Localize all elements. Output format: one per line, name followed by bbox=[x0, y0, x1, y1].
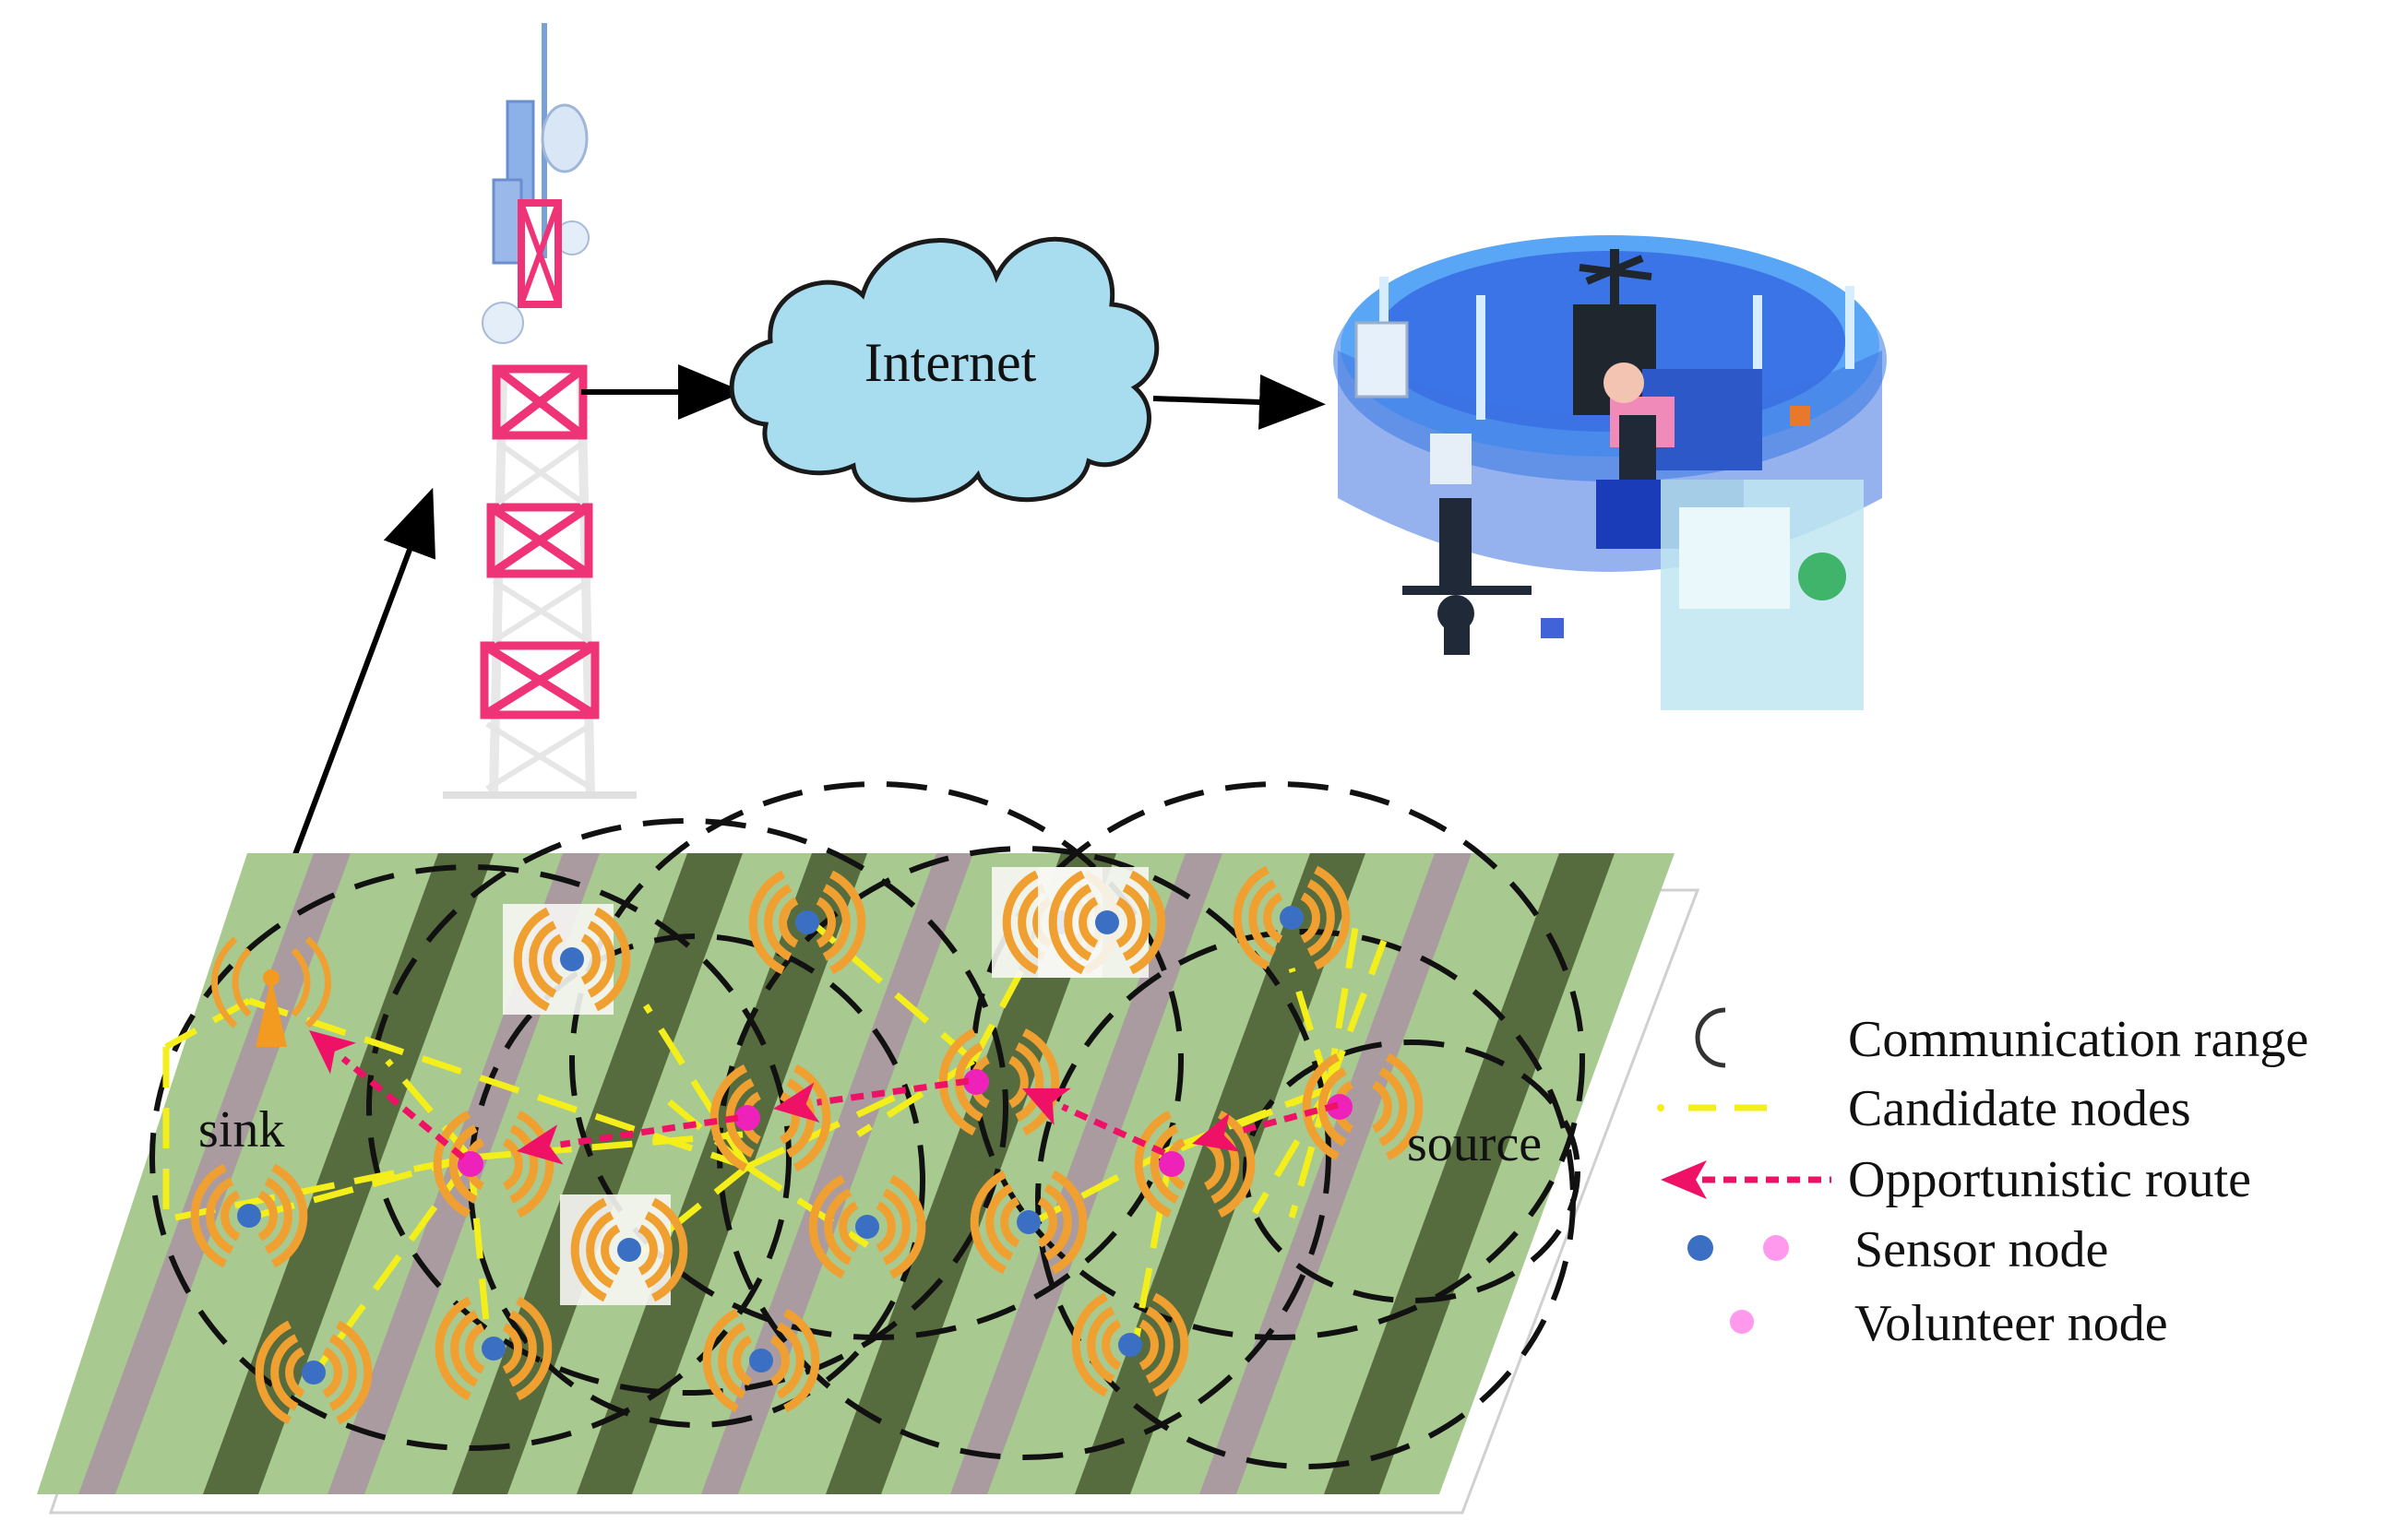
candidate-link bbox=[745, 1085, 915, 1171]
communication-range-circle bbox=[1243, 1040, 1580, 1303]
signal-icon bbox=[433, 1110, 554, 1218]
field-stripe bbox=[577, 853, 867, 1494]
signal-icon bbox=[938, 1028, 1060, 1136]
sensor-node bbox=[560, 947, 584, 971]
signal-icon bbox=[1302, 1052, 1424, 1161]
candidate-nodes-icon bbox=[1657, 1104, 1767, 1111]
signal-icon bbox=[190, 1163, 308, 1268]
sensor-nodes bbox=[190, 865, 1424, 1425]
sensor-node-icon bbox=[1687, 1235, 1789, 1261]
route-arrowhead bbox=[1192, 1112, 1241, 1152]
field-stripe bbox=[701, 853, 973, 1494]
sensor-node bbox=[1280, 906, 1304, 930]
legend: Communication range Candidate nodes Oppo… bbox=[1657, 1007, 2308, 1352]
route-arrowhead bbox=[773, 1082, 820, 1123]
communication-range-icon bbox=[1695, 1007, 1726, 1068]
candidate-link bbox=[643, 1004, 750, 1169]
volunteer-node bbox=[1159, 1151, 1185, 1177]
sink-antenna-icon bbox=[211, 936, 331, 1047]
opportunistic-route bbox=[309, 1030, 1339, 1165]
candidate-link bbox=[809, 920, 976, 1064]
candidate-link bbox=[467, 1157, 493, 1352]
internet-label: Internet bbox=[864, 332, 1037, 393]
sensor-node bbox=[302, 1361, 326, 1384]
volunteer-node bbox=[458, 1151, 483, 1177]
candidate-link bbox=[745, 1164, 869, 1248]
communication-range-circle bbox=[569, 781, 1184, 1340]
signal-icon bbox=[1071, 1292, 1189, 1397]
sensor-node bbox=[482, 1337, 506, 1361]
source-label: source bbox=[1407, 1115, 1542, 1172]
route-segment bbox=[559, 1114, 739, 1148]
route-segment bbox=[1061, 1103, 1166, 1157]
volunteer-node-icon bbox=[1730, 1310, 1754, 1334]
signal-icon bbox=[513, 907, 631, 1012]
legend-label-volunteer-node: Volunteer node bbox=[1854, 1295, 2168, 1352]
signal-icon bbox=[255, 1320, 373, 1425]
volunteer-node bbox=[1327, 1094, 1353, 1120]
monitoring-center-illustration bbox=[1333, 235, 1887, 710]
sensor-node bbox=[749, 1349, 773, 1373]
sensor-node bbox=[1118, 1333, 1142, 1357]
route-arrowhead bbox=[517, 1124, 564, 1165]
internet-cloud bbox=[729, 236, 1160, 503]
candidate-link bbox=[1031, 1145, 1174, 1226]
sensor-node bbox=[617, 1238, 641, 1262]
sink-to-tower-arrow bbox=[272, 487, 436, 910]
candidate-link bbox=[174, 1154, 471, 1221]
internet-to-center-arrow bbox=[1152, 374, 1326, 430]
candidate-link bbox=[1131, 1147, 1175, 1348]
volunteer-node bbox=[963, 1069, 989, 1095]
candidate-link bbox=[856, 1058, 975, 1137]
signal-icon bbox=[702, 1308, 820, 1413]
field-stripe bbox=[1324, 853, 1615, 1494]
legend-label-candidate-nodes: Candidate nodes bbox=[1848, 1080, 2191, 1137]
route-arrowhead bbox=[1022, 1087, 1071, 1125]
signal-icon bbox=[435, 1296, 553, 1401]
route-arrowhead bbox=[309, 1030, 357, 1075]
sensor-node bbox=[855, 1215, 879, 1239]
signal-icon bbox=[1233, 865, 1351, 970]
signal-icon bbox=[748, 870, 866, 975]
candidate-link bbox=[470, 1131, 744, 1161]
legend-label-sensor-node: Sensor node bbox=[1854, 1221, 2108, 1278]
candidate-link bbox=[164, 997, 251, 1051]
cell-tower bbox=[443, 23, 637, 799]
legend-label-opportunistic-route: Opportunistic route bbox=[1848, 1151, 2251, 1208]
communication-range-circle bbox=[149, 864, 792, 1451]
route-segment bbox=[817, 1077, 970, 1106]
sensor-node bbox=[237, 1204, 261, 1228]
legend-label-communication-range: Communication range bbox=[1848, 1011, 2308, 1068]
volunteer-node bbox=[734, 1105, 760, 1131]
communication-ranges bbox=[149, 781, 1585, 1469]
sink-label: sink bbox=[198, 1101, 284, 1159]
field-stripe bbox=[826, 853, 1116, 1494]
opportunistic-route-icon bbox=[1661, 1160, 1831, 1199]
route-segment bbox=[340, 1055, 466, 1160]
candidate-link bbox=[1325, 939, 1388, 1090]
communication-range-circle bbox=[366, 818, 1008, 1396]
signal-icon bbox=[808, 1174, 926, 1279]
field-stripe bbox=[452, 853, 743, 1494]
candidate-link bbox=[311, 1155, 473, 1377]
sensor-node bbox=[795, 910, 819, 934]
sensor-node bbox=[1095, 910, 1119, 934]
signal-icon bbox=[970, 1170, 1088, 1275]
sensor-node bbox=[1017, 1210, 1041, 1234]
route-segment bbox=[1234, 1101, 1339, 1136]
signal-icon bbox=[1048, 870, 1166, 975]
signal-icon bbox=[570, 1197, 688, 1302]
communication-range-circle bbox=[468, 933, 925, 1428]
field-stripe bbox=[950, 853, 1222, 1494]
